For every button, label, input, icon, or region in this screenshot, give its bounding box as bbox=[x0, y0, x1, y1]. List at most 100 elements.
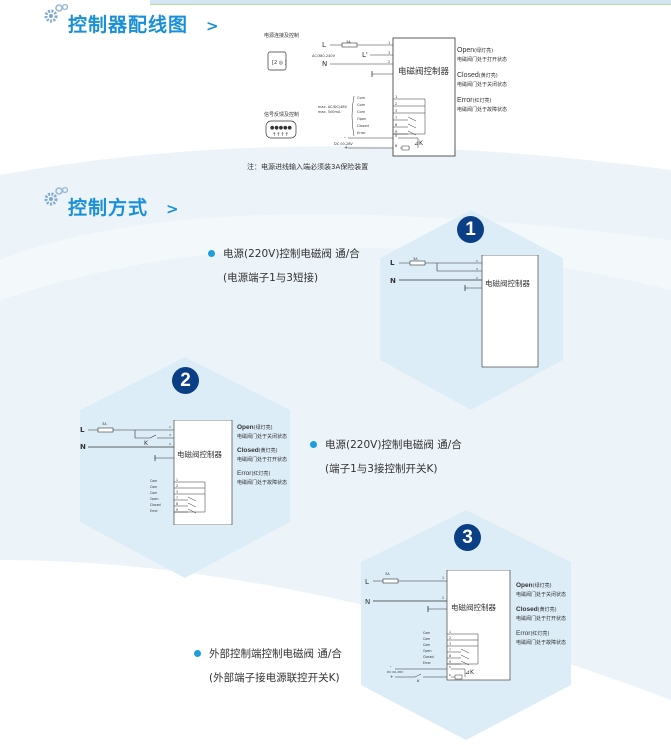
svg-text:Com: Com bbox=[150, 485, 157, 489]
svg-text:8: 8 bbox=[395, 123, 397, 127]
svg-text:max. 500mA: max. 500mA bbox=[318, 110, 341, 114]
svg-text:Error: Error bbox=[357, 131, 366, 135]
top-bar bbox=[150, 0, 671, 5]
svg-text:3: 3 bbox=[176, 490, 178, 494]
status-closed: Closed(黄灯亮)电磁阀门处于关闭状态 bbox=[457, 72, 508, 88]
controller-label: 电磁阀控制器 bbox=[398, 66, 450, 77]
wire-L-prime-label: L' bbox=[362, 51, 368, 59]
svg-text:K: K bbox=[417, 679, 420, 682]
svg-text:Com: Com bbox=[150, 479, 157, 483]
svg-text:Error: Error bbox=[423, 661, 431, 665]
svg-text:3: 3 bbox=[388, 51, 390, 55]
bullet-icon bbox=[208, 249, 215, 257]
chevron-right-icon: > bbox=[206, 17, 219, 35]
mode-3-description: 外部控制端控制电磁阀 通/合 (外部端子接电源联控开关K) bbox=[194, 642, 342, 690]
svg-text:DC 00-28V: DC 00-28V bbox=[387, 670, 404, 674]
svg-text:1: 1 bbox=[449, 630, 451, 634]
controller-label: 电磁阀控制器 bbox=[485, 278, 530, 288]
mode-1-badge: 1 bbox=[457, 216, 484, 243]
mode-3-badge: 3 bbox=[454, 524, 481, 551]
svg-text:Com: Com bbox=[357, 110, 366, 114]
svg-text:Com: Com bbox=[423, 643, 430, 647]
svg-text:9: 9 bbox=[176, 508, 178, 512]
wire-N-label: N bbox=[322, 60, 327, 68]
svg-text:●●●●●: ●●●●● bbox=[270, 125, 292, 131]
svg-text:-: - bbox=[344, 135, 346, 141]
signal-connector-icon bbox=[265, 120, 297, 139]
svg-text:8: 8 bbox=[449, 654, 451, 658]
svg-text:max. AC/DC/48V: max. AC/DC/48V bbox=[318, 105, 348, 109]
svg-text:5: 5 bbox=[395, 134, 397, 138]
svg-text:3: 3 bbox=[476, 267, 478, 271]
svg-text:1: 1 bbox=[388, 41, 390, 45]
gears-icon bbox=[44, 3, 68, 23]
svg-text:-: - bbox=[390, 664, 392, 669]
svg-text:2: 2 bbox=[395, 102, 397, 106]
dc-label: DC 00-28V bbox=[334, 142, 353, 146]
section-wiring-header: 控制器配线图 > bbox=[44, 3, 219, 37]
status-open: Open(绿灯亮)电磁阀门处于关闭状态 bbox=[237, 424, 288, 440]
svg-text:Closed: Closed bbox=[423, 655, 434, 659]
svg-text:N: N bbox=[80, 443, 86, 451]
section-control-header: 控制方式 > bbox=[44, 186, 179, 220]
section-title: 控制器配线图 bbox=[68, 14, 189, 36]
svg-text:2: 2 bbox=[442, 596, 444, 600]
mode-2-diagram: L N 3A K 1 3 2 电磁阀控制器 Com Com Com Open C… bbox=[80, 420, 233, 525]
svg-text:6: 6 bbox=[449, 673, 451, 677]
mode-3-status-legend: Open(绿灯亮)电磁阀门处于关闭状态 Closed(黄灯亮)电磁阀门处于打开状… bbox=[516, 582, 566, 647]
svg-text:Error: Error bbox=[150, 509, 158, 513]
status-open: Open(绿灯亮)电磁阀门处于关闭状态 bbox=[516, 582, 567, 598]
svg-text:3A: 3A bbox=[413, 257, 418, 261]
mode-2-description: 电源(220V)控制电磁阀 通/合 (端子1与3接控制开关K) bbox=[310, 433, 462, 481]
svg-text:5: 5 bbox=[449, 665, 451, 669]
svg-text:3A: 3A bbox=[102, 422, 107, 426]
status-error: Error(红灯亮)电磁阀门处于故障状态 bbox=[237, 470, 288, 486]
svg-text:+: + bbox=[390, 674, 393, 679]
status-closed: Closed(黄灯亮)电磁阀门处于打开状态 bbox=[237, 447, 288, 463]
svg-text:9: 9 bbox=[449, 660, 451, 664]
svg-text:+: + bbox=[344, 145, 348, 151]
svg-text:6: 6 bbox=[395, 144, 397, 148]
svg-text:↑↑↑↑: ↑↑↑↑ bbox=[272, 132, 289, 138]
ac-range-label: AC/380-240V bbox=[312, 54, 336, 58]
svg-text:2: 2 bbox=[169, 442, 171, 446]
svg-text:3A: 3A bbox=[385, 572, 390, 576]
svg-text:2: 2 bbox=[449, 636, 451, 640]
svg-text:⊿K: ⊿K bbox=[414, 140, 424, 147]
wiring-diagram: 电源连接及控制 [2 ◎ ] L L' N AC/380-240V 3A 1 3… bbox=[264, 32, 456, 157]
fuse-note: 注：电源进线输入端必须装3A保险装置 bbox=[247, 163, 369, 171]
svg-text:L: L bbox=[390, 259, 395, 267]
svg-text:Closed: Closed bbox=[150, 503, 161, 507]
chevron-right-icon: > bbox=[166, 200, 179, 218]
svg-text:2: 2 bbox=[176, 484, 178, 488]
svg-text:Open: Open bbox=[357, 117, 366, 121]
bullet-icon bbox=[194, 649, 201, 657]
controller-box bbox=[446, 570, 511, 681]
svg-text:⊿K: ⊿K bbox=[465, 669, 475, 676]
controller-label: 电磁阀控制器 bbox=[451, 602, 496, 612]
status-legend: Open(绿灯亮)电磁阀门处于打开状态 Closed(黄灯亮)电磁阀门处于关闭状… bbox=[457, 46, 507, 114]
svg-text:8: 8 bbox=[176, 502, 178, 506]
svg-text:N: N bbox=[365, 598, 370, 606]
svg-text:N: N bbox=[390, 277, 396, 285]
svg-text:9: 9 bbox=[395, 130, 397, 134]
svg-text:K: K bbox=[144, 440, 149, 447]
svg-text:Open: Open bbox=[423, 649, 432, 653]
svg-text:L: L bbox=[80, 426, 85, 434]
status-error: Error(红灯亮)电磁阀门处于故障状态 bbox=[516, 630, 567, 646]
power-label: 电源连接及控制 bbox=[264, 32, 299, 39]
svg-text:1: 1 bbox=[169, 425, 171, 429]
svg-text:3: 3 bbox=[169, 433, 171, 437]
section-title: 控制方式 bbox=[68, 197, 149, 219]
mode-1-description: 电源(220V)控制电磁阀 通/合 (电源端子1与3短接) bbox=[208, 242, 360, 290]
svg-text:[2 ◎ ]: [2 ◎ ] bbox=[272, 60, 287, 66]
svg-text:7: 7 bbox=[449, 648, 451, 652]
svg-text:1: 1 bbox=[476, 259, 478, 263]
mode-3-diagram: L N 3A 1 2 电磁阀控制器 Com Com Com Open Close… bbox=[365, 570, 511, 682]
svg-text:3: 3 bbox=[395, 109, 397, 113]
controller-box bbox=[173, 420, 233, 525]
svg-text:1: 1 bbox=[395, 95, 397, 99]
mode-2-status-legend: Open(绿灯亮)电磁阀门处于关闭状态 Closed(黄灯亮)电磁阀门处于打开状… bbox=[237, 424, 287, 487]
svg-text:7: 7 bbox=[176, 496, 178, 500]
svg-text:Closed: Closed bbox=[357, 124, 369, 128]
